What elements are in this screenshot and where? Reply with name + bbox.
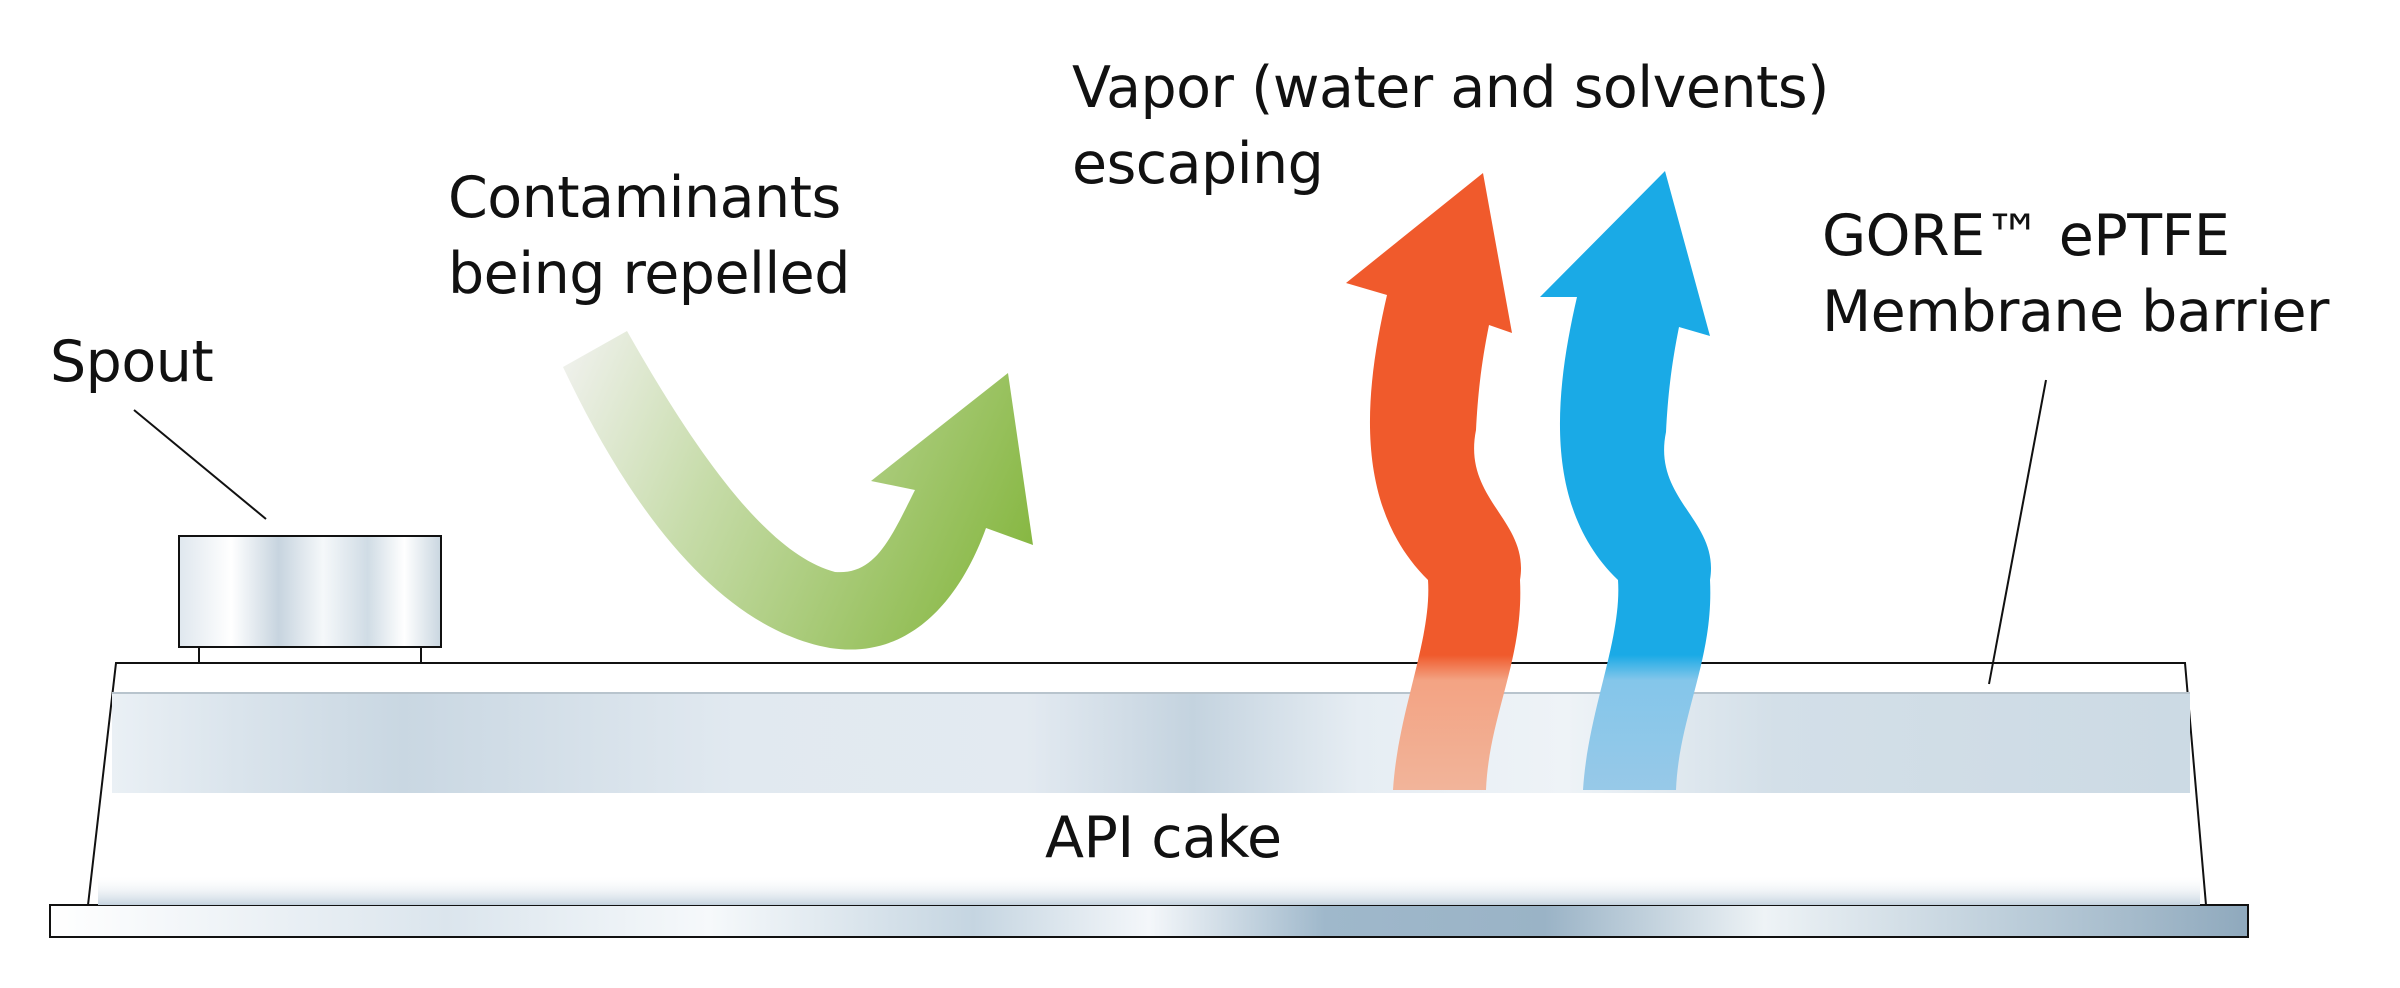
vapor-label: Vapor (water and solvents) escaping: [1072, 50, 1829, 202]
api-cake-label: API cake: [1045, 805, 1282, 871]
spout-leader-line: [133, 409, 267, 520]
vapor-label-line-2: escaping: [1072, 131, 1324, 197]
base-tray: [49, 904, 2249, 938]
contaminants-label-line-2: being repelled: [448, 241, 850, 307]
container-bottom-shade: [98, 875, 2200, 905]
contaminant-arrow: [563, 331, 1033, 650]
spout: [178, 535, 442, 648]
spout-neck: [198, 646, 422, 664]
membrane-label-line-2: Membrane barrier: [1822, 279, 2329, 345]
vapor-arrow-orange-lower: [1393, 580, 1521, 790]
vapor-arrow-orange: [1346, 173, 1522, 580]
vapor-arrow-blue: [1540, 171, 1712, 580]
contaminants-label: Contaminants being repelled: [448, 160, 850, 312]
membrane-label-line-1: GORE™ ePTFE: [1822, 203, 2230, 269]
membrane-label: GORE™ ePTFE Membrane barrier: [1822, 198, 2329, 350]
contaminants-label-line-1: Contaminants: [448, 165, 841, 231]
membrane-band: [112, 693, 2190, 793]
membrane-leader-line: [1988, 379, 2047, 685]
vapor-label-line-1: Vapor (water and solvents): [1072, 55, 1829, 121]
vapor-arrow-blue-lower: [1583, 580, 1711, 790]
spout-label: Spout: [50, 329, 214, 395]
